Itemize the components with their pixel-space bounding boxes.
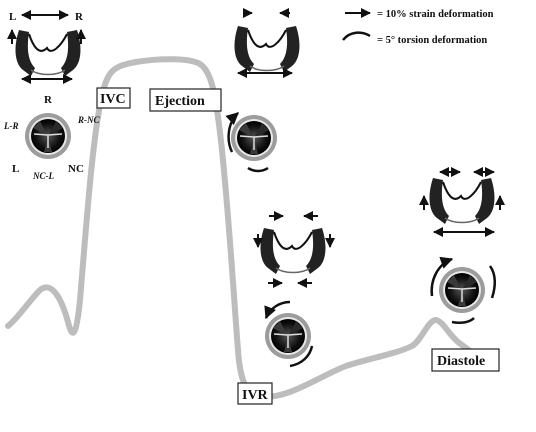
profile-label-right: R <box>75 11 84 23</box>
valve-enface-ivc <box>24 112 72 160</box>
legend-strain-label: = 10% strain deformation <box>377 9 494 20</box>
phase-label-ivc: IVC <box>100 92 126 107</box>
torsion-arc-icon <box>225 112 239 153</box>
cycle-curve <box>5 56 481 401</box>
profile-label-left: L <box>9 11 16 23</box>
cusp-label-nc-l: NC-L <box>32 171 54 181</box>
cusp-label-l: L <box>12 163 19 175</box>
phase-box-ivc <box>96 87 131 109</box>
valve-enface-diastole <box>438 266 486 314</box>
valve-profile-ivr <box>259 227 327 275</box>
torsion-arc-icon <box>451 317 475 325</box>
phase-label-ivr: IVR <box>242 388 269 403</box>
valve-enface-ejection <box>230 114 278 162</box>
phase-box-ejection <box>149 88 222 112</box>
torsion-arc-icon <box>488 265 496 299</box>
torsion-arc-icon <box>430 256 454 297</box>
panel-diastole: Diastole <box>419 167 505 372</box>
torsion-arc-icon <box>289 345 314 368</box>
cusp-label-r-nc: R-NC <box>77 115 100 125</box>
cusp-label-r: R <box>44 94 53 106</box>
cusp-label-l-r: L-R <box>3 121 19 131</box>
torsion-arc-icon <box>247 166 269 173</box>
phase-box-diastole <box>431 348 500 372</box>
torsion-arc-icon <box>342 31 371 41</box>
phase-label-diastole: Diastole <box>437 354 485 369</box>
panel-ejection: Ejection <box>149 8 301 173</box>
legend: = 10% strain deformation = 5° torsion de… <box>342 8 494 46</box>
valve-profile-diastole <box>428 177 496 225</box>
panel-ivr: IVR <box>237 211 335 405</box>
valve-profile-ejection <box>233 25 301 73</box>
phase-label-ejection: Ejection <box>155 94 205 109</box>
valve-profile-ivc <box>14 29 82 77</box>
valve-enface-ivr <box>264 312 312 360</box>
torsion-arc-icon <box>264 300 291 320</box>
phase-box-ivr <box>237 382 273 405</box>
cusp-label-nc: NC <box>68 163 84 175</box>
panel-ivc: L R R L-R R-NC L NC NC-L IVC <box>3 10 131 181</box>
legend-torsion-label: = 5° torsion deformation <box>377 35 487 46</box>
